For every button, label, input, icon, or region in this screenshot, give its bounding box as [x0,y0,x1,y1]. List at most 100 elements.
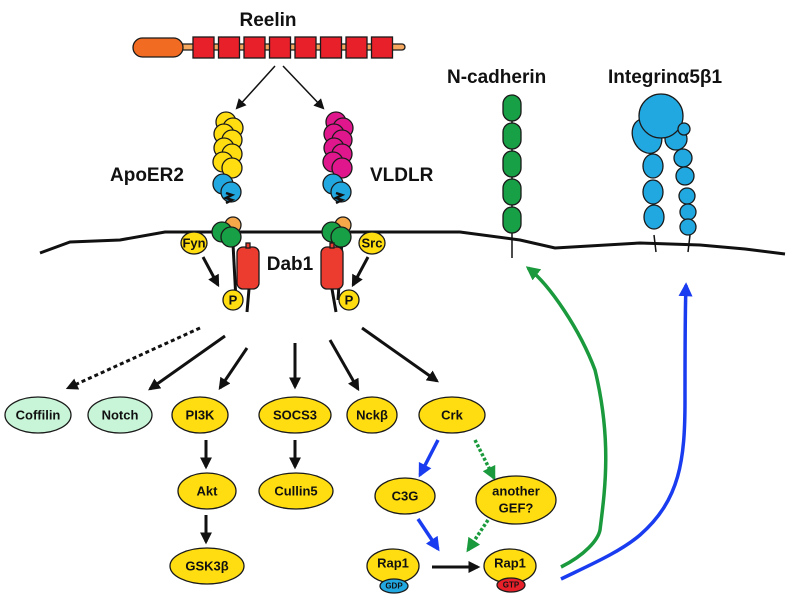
cadherin-repeat [502,150,522,178]
reelin-to-vldlr-arrow [282,65,325,110]
phosphate-left [222,289,244,311]
cullin5-label: Cullin5 [274,484,317,499]
dab1-right-tail [330,288,338,313]
dab1-to-nckb-arrow [328,339,360,392]
phosphate-right-label: P [345,293,354,308]
crk-label: Crk [441,408,463,423]
pi3k-label: PI3K [186,408,216,423]
node-another-gef: another GEF? [475,475,557,525]
dab1-left [236,246,260,290]
node-akt: Akt [177,472,237,510]
integrin-alpha-calf [642,179,664,205]
cadherin-repeat [502,178,522,206]
integrin-label: Integrinα5β1 [608,67,723,88]
dab1-right-cap [329,242,335,249]
reelin-label: Reelin [239,10,296,31]
c3g-label: C3G [392,489,419,504]
reelin-repeats [192,36,394,59]
integrin-beta-psi [677,122,691,136]
integrin-alpha-stalk [653,234,657,253]
reelin-repeat-domain [294,36,317,59]
apoer2-label: ApoER2 [110,165,184,186]
dab1-to-notch-arrow [148,334,226,391]
fyn-label: Fyn [182,236,205,251]
gdp-label: GDP [385,582,403,591]
reelin-repeat-domain [268,36,292,59]
node-c3g: C3G [374,477,436,515]
rap1-to-ncadherin-arrow [525,266,608,569]
gdp-badge [379,578,409,594]
dab1-left-cap [245,242,251,249]
cadherin-repeat [502,94,522,122]
src-label: Src [362,236,383,251]
crk-to-another-gef-arrow [473,439,496,481]
notch-label: Notch [102,408,139,423]
vldlr-receptor: VLDLR [321,111,434,301]
node-notch: Notch [87,396,153,434]
dab1-label: Dab1 [267,254,314,275]
n-cadherin-label: N-cadherin [447,67,546,88]
node-rap1-gdp: Rap1 GDP [366,548,420,594]
reelin-repeat-domain [370,36,394,59]
dab1-right [320,246,344,290]
rap1-gtp-label: Rap1 [494,556,526,571]
phosphate-right [338,289,360,311]
node-gsk3b: GSK3β [169,547,245,585]
gsk3b-label: GSK3β [185,559,228,574]
reelin-repeat-domain [319,36,343,59]
node-socs3: SOCS3 [258,396,332,434]
integrin-beta-egf [673,148,693,168]
vldlr-linker [332,191,346,205]
node-crk: Crk [418,396,486,434]
reelin-repeat-domain [243,36,266,59]
reelin-repeat-domain [192,36,215,59]
integrin-beta-egf [679,203,697,221]
vldlr-label: VLDLR [370,165,434,186]
apoer2-receptor: ApoER2 [110,111,244,301]
beta-propeller-domain [220,226,242,248]
integrin-beta-egf [679,218,697,236]
cadherin-repeat [502,206,522,234]
another-gef-label-line1: another [492,484,540,499]
node-rap1-gtp: Rap1 GTP [483,548,537,593]
node-nckb: Nckβ [346,396,398,434]
gtp-badge [496,577,526,593]
src-phosphorylation-arrow [351,256,370,288]
ligand-binding-repeat [221,157,243,179]
socs3-label: SOCS3 [273,408,317,423]
integrin-alpha-calf [642,153,664,179]
rap1-gdp-label: Rap1 [377,556,409,571]
crk-to-c3g-arrow [418,439,440,478]
node-cullin5: Cullin5 [258,472,334,510]
dab1-to-pi3k-arrow [218,347,249,390]
akt-label: Akt [197,484,219,499]
integrin-alpha-calf [643,204,665,230]
reelin-repeat-domain [217,36,241,59]
fyn-kinase [180,231,208,255]
integrin-receptor: Integrinα5β1 [608,67,723,253]
reelin-n-terminal-domain [132,37,184,58]
phosphate-left-label: P [229,293,238,308]
coffilin-label: Coffilin [16,408,61,423]
src-kinase [358,231,386,255]
fyn-phosphorylation-arrow [201,256,220,288]
n-cadherin-receptor: N-cadherin [447,67,546,258]
reelin-protein: Reelin [132,10,406,59]
cadherin-repeat [502,122,522,150]
dab1-to-crk-arrow [361,326,439,383]
ligand-binding-repeat [331,157,353,179]
nckb-label: Nckβ [356,408,388,423]
integrin-beta-stalk [687,234,691,253]
integrin-beta-propeller-head [638,93,684,139]
reelin-to-apoer2-arrow [235,65,276,110]
dab1-left-tail [245,288,251,313]
beta-propeller-domain [330,226,352,248]
integrin-beta-egf [675,166,695,186]
c3g-to-rap1-arrow [416,518,440,552]
rap1-to-integrin-arrow [560,282,693,581]
apoer2-linker [222,191,236,205]
reelin-repeat-domain [345,36,368,59]
dab1-to-coffilin-arrow [65,326,201,390]
integrin-beta-egf [678,187,696,205]
